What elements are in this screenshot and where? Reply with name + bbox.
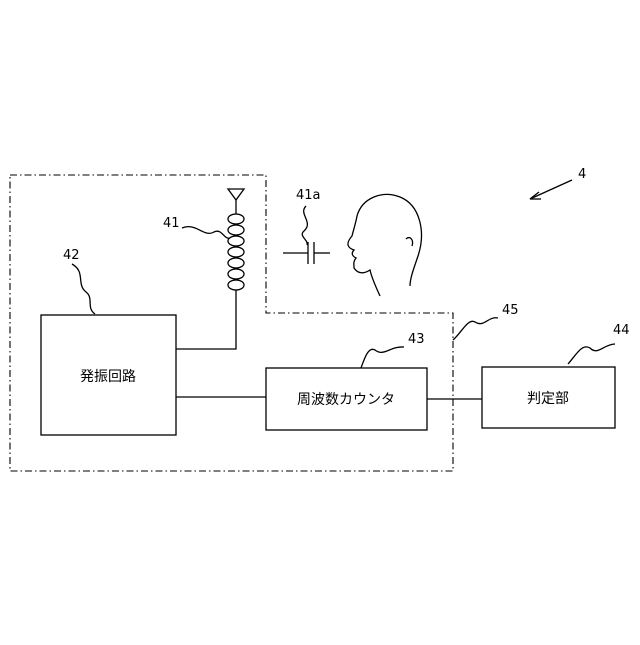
judge-label: 判定部 — [527, 391, 569, 407]
oscillator-label: 発振回路 — [80, 369, 136, 385]
ref-capacitance: 41a — [296, 188, 321, 203]
ref-counter: 43 — [408, 332, 425, 347]
leader-45 — [453, 318, 498, 340]
human-head-outline — [348, 194, 421, 296]
leader-43 — [361, 347, 404, 368]
capacitor-symbol — [283, 242, 330, 264]
ref-coil: 41 — [163, 216, 180, 231]
ref-enclosure: 45 — [502, 303, 519, 318]
frequency-counter-label: 周波数カウンタ — [297, 392, 395, 408]
system-arrow — [530, 180, 572, 199]
coil-antenna — [228, 189, 244, 294]
human-ear — [406, 238, 413, 246]
wire-oscillator-to-coil — [176, 294, 236, 349]
leader-44 — [568, 344, 615, 364]
ref-judge: 44 — [613, 323, 630, 338]
ref-system: 4 — [578, 167, 586, 182]
ref-oscillator: 42 — [63, 248, 80, 263]
leader-41 — [182, 227, 230, 239]
leader-42 — [72, 264, 95, 314]
leader-41a — [302, 206, 307, 245]
